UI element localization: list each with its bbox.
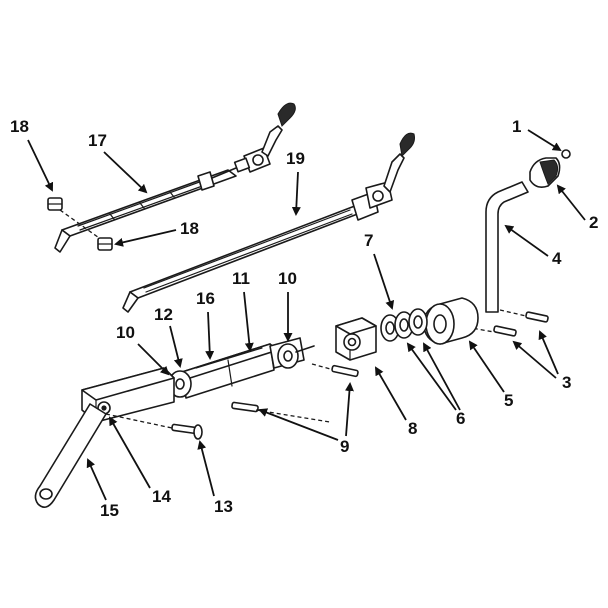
callout-labels: 1 2 3 4 5 6 7 8 bbox=[10, 117, 598, 520]
lower-rod-assembly bbox=[122, 132, 415, 313]
callout-10-right: 10 bbox=[278, 269, 297, 342]
svg-text:11: 11 bbox=[232, 269, 250, 288]
svg-text:3: 3 bbox=[562, 373, 571, 392]
callout-18-bottom: 18 bbox=[114, 219, 199, 247]
callout-16: 16 bbox=[196, 289, 215, 360]
svg-text:14: 14 bbox=[152, 487, 171, 506]
upper-rod-bracket-left bbox=[47, 197, 103, 241]
main-shaft-assembly bbox=[168, 337, 357, 399]
callout-3: 3 bbox=[512, 330, 571, 392]
callout-12: 12 bbox=[154, 305, 183, 368]
svg-text:4: 4 bbox=[552, 249, 562, 268]
svg-text:12: 12 bbox=[154, 305, 173, 324]
roll-pins bbox=[231, 364, 359, 423]
svg-text:5: 5 bbox=[504, 391, 513, 410]
callout-7: 7 bbox=[364, 231, 395, 310]
callout-8: 8 bbox=[375, 366, 417, 438]
svg-text:18: 18 bbox=[10, 117, 29, 136]
detent-ball bbox=[561, 149, 571, 159]
callout-11: 11 bbox=[232, 269, 254, 352]
svg-text:15: 15 bbox=[100, 501, 119, 520]
svg-text:6: 6 bbox=[456, 409, 465, 428]
callout-15: 15 bbox=[86, 458, 119, 520]
callout-6: 6 bbox=[406, 342, 465, 428]
crank-knob bbox=[529, 157, 561, 188]
svg-text:7: 7 bbox=[364, 231, 373, 250]
svg-text:1: 1 bbox=[512, 117, 521, 136]
callout-9: 9 bbox=[258, 382, 354, 456]
callout-18-top: 18 bbox=[10, 117, 54, 192]
lever-pins bbox=[459, 309, 549, 337]
callout-13: 13 bbox=[197, 440, 233, 516]
svg-text:9: 9 bbox=[340, 437, 349, 456]
washers bbox=[380, 308, 428, 342]
callout-4: 4 bbox=[504, 224, 562, 268]
crank-lever bbox=[485, 181, 529, 313]
svg-text:13: 13 bbox=[214, 497, 233, 516]
lever-arm bbox=[34, 367, 175, 508]
svg-text:10: 10 bbox=[278, 269, 297, 288]
svg-text:8: 8 bbox=[408, 419, 417, 438]
callout-10-left: 10 bbox=[116, 323, 170, 376]
upper-rod-assembly bbox=[54, 102, 296, 253]
coupling-block bbox=[335, 317, 377, 361]
svg-text:2: 2 bbox=[589, 213, 598, 232]
callout-19: 19 bbox=[286, 149, 305, 216]
clamp-bolt bbox=[105, 413, 203, 440]
callout-1: 1 bbox=[512, 117, 562, 152]
svg-text:16: 16 bbox=[196, 289, 215, 308]
callout-5: 5 bbox=[468, 340, 513, 410]
sleeve bbox=[423, 297, 479, 345]
svg-text:18: 18 bbox=[180, 219, 199, 238]
svg-text:17: 17 bbox=[88, 131, 107, 150]
callout-2: 2 bbox=[556, 184, 598, 232]
callout-17: 17 bbox=[88, 131, 148, 194]
svg-text:19: 19 bbox=[286, 149, 305, 168]
svg-text:10: 10 bbox=[116, 323, 135, 342]
upper-rod-bracket-right bbox=[97, 237, 113, 251]
callout-14: 14 bbox=[109, 416, 171, 506]
